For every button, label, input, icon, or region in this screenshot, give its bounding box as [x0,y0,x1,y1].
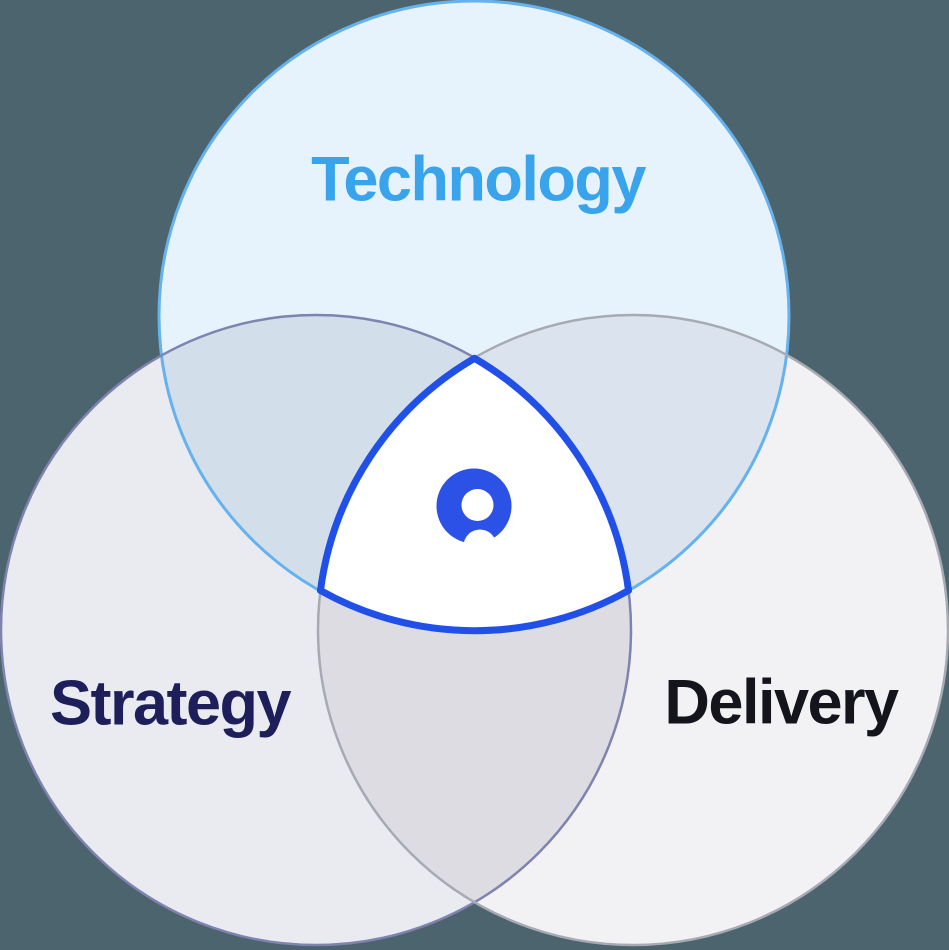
logo-notch [463,529,497,563]
strategy-label: Strategy [49,668,292,739]
logo-icon [436,468,512,544]
center-intersection [317,354,632,635]
delivery-label: Delivery [664,667,899,738]
strategy-circle-outline [0,313,633,947]
delivery-circle-outline [316,313,949,947]
technology-label: Technology [311,144,646,215]
